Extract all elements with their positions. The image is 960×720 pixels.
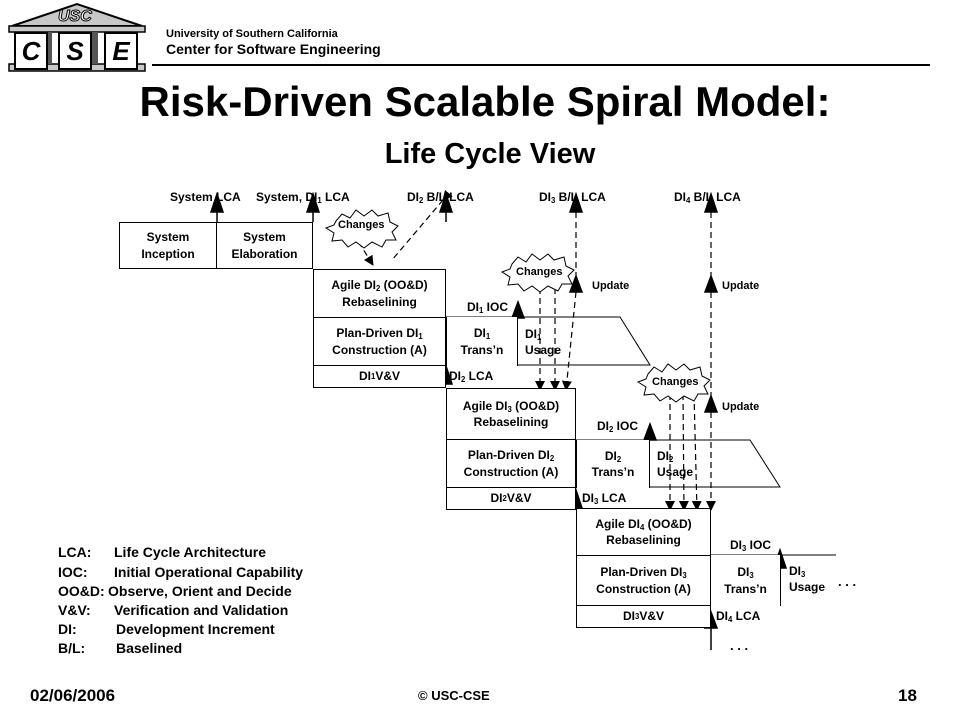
logo-usc-text: USC (58, 8, 93, 26)
box-plan-driven-di3: Plan-Driven DI3 Construction (A) (576, 555, 711, 606)
box-di1-usage: DI1 Usage (525, 327, 562, 358)
page-title: Risk-Driven Scalable Spiral Model: (139, 78, 831, 125)
header-rule (152, 64, 930, 66)
footer-copyright: © USC-CSE (418, 688, 490, 703)
box-agile-di4: Agile DI4 (OO&D) Rebaselining (576, 508, 711, 556)
legend-row-ioc: IOC:Initial Operational Capability (58, 564, 304, 580)
university-name: University of Southern California (166, 28, 338, 40)
box-agile-di2: Agile DI2 (OO&D) Rebaselining (313, 269, 446, 318)
label-di2-lca: DI2 LCA (449, 369, 494, 384)
label-di3-ioc: DI3 IOC (730, 538, 772, 553)
legend-row-vv: V&V:Verification and Validation (58, 602, 289, 618)
changes-clouds (324, 209, 711, 403)
legend-row-di: DI:Development Increment (58, 621, 275, 637)
page-subtitle: Life Cycle View (384, 138, 596, 170)
logo-letter-s: S (58, 32, 92, 70)
box-di1-transn: DI1 Trans’n (446, 317, 518, 366)
update-label-3: Update (722, 401, 760, 413)
logo-letter-c: C (14, 32, 48, 70)
ellipsis-right: . . . (838, 574, 857, 589)
milestone-di2-bl-lca: DI2 B/L LCA (407, 190, 474, 205)
label-di4-lca: DI4 LCA (716, 609, 761, 624)
box-plan-driven-di2: Plan-Driven DI2 Construction (A) (446, 439, 576, 488)
footer-page-number: 18 (898, 686, 917, 705)
ellipsis-bottom: . . . (730, 638, 749, 653)
logo-letter-e: E (104, 32, 138, 70)
update-label-1: Update (592, 280, 630, 292)
milestone-system-lca: System LCA (170, 190, 241, 204)
footer-date: 02/06/2006 (30, 686, 116, 705)
center-name: Center for Software Engineering (166, 41, 381, 57)
update-label-2: Update (722, 280, 760, 292)
box-di3-usage: DI3 Usage (789, 564, 826, 595)
change-arrows (347, 189, 716, 511)
changes-label-2: Changes (516, 266, 563, 278)
box-di2-usage: DI2 Usage (657, 449, 694, 480)
box-di3-transn: DI3 Trans’n (711, 555, 781, 606)
box-di2-transn: DI2 Trans’n (576, 440, 650, 488)
milestone-di3-bl-lca: DI3 B/L LCA (539, 190, 606, 205)
milestone-system-di1-lca: System, DI1 LCA (256, 190, 350, 205)
box-agile-di3: Agile DI3 (OO&D) Rebaselining (446, 388, 576, 440)
label-di2-ioc: DI2 IOC (597, 419, 639, 434)
legend-row-lca: LCA:Life Cycle Architecture (58, 544, 266, 560)
changes-label-1: Changes (338, 219, 385, 231)
milestone-di4-bl-lca: DI4 B/L LCA (674, 190, 741, 205)
label-di1-ioc: DI1 IOC (467, 300, 509, 315)
legend-row-ood: OO&D:Observe, Orient and Decide (58, 583, 292, 599)
box-plan-driven-di1: Plan-Driven DI1 Construction (A) (313, 317, 446, 366)
legend-row-bl: B/L:Baselined (58, 640, 183, 656)
changes-label-3: Changes (652, 376, 699, 388)
label-di3-lca: DI3 LCA (582, 491, 627, 506)
